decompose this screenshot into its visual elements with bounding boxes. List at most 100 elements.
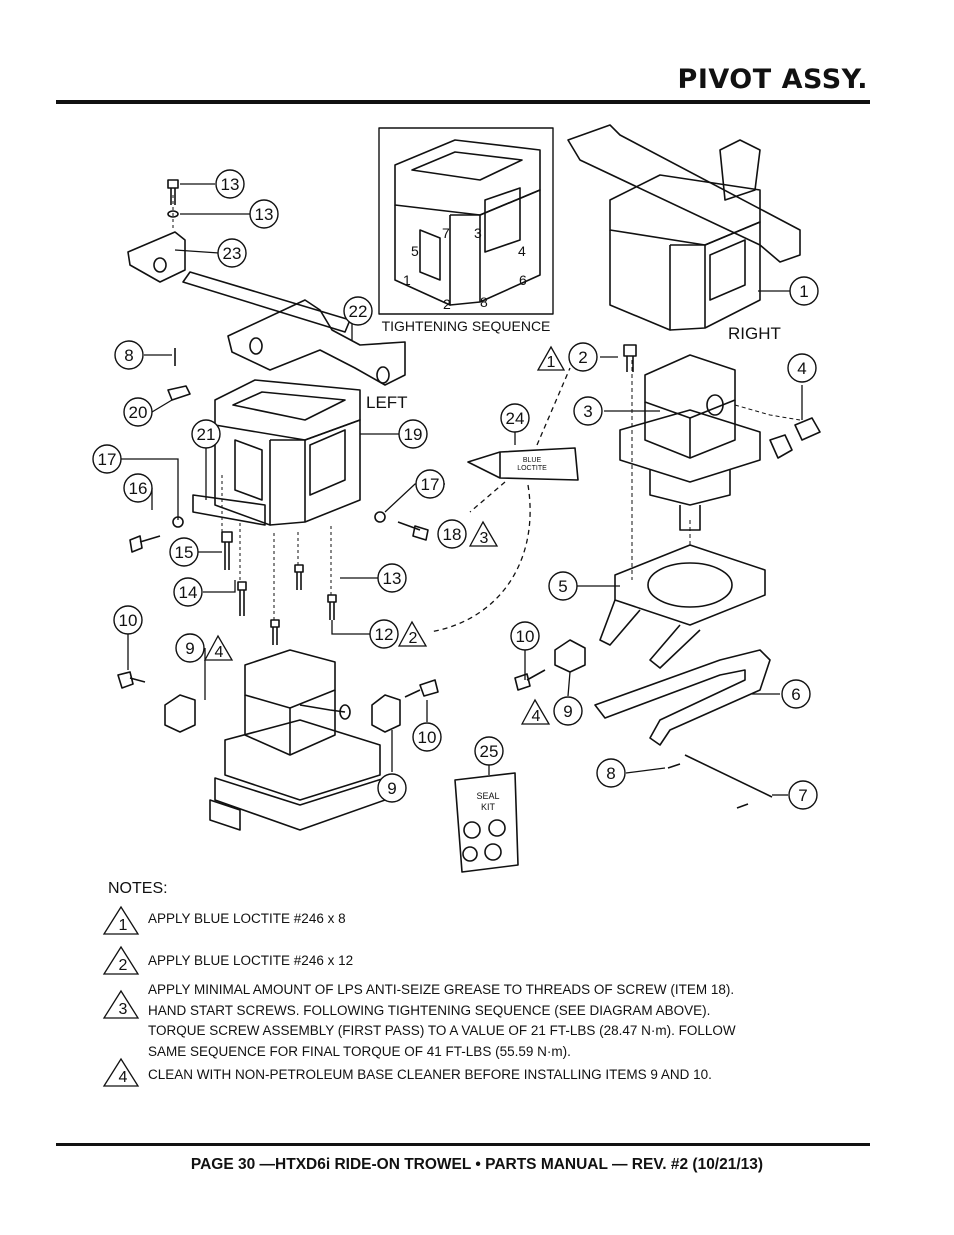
note-2-line: APPLY BLUE LOCTITE #246 x 12 bbox=[148, 953, 354, 968]
right-pivot-arm-drawing bbox=[567, 124, 801, 263]
callout-9c: 9 bbox=[563, 702, 572, 721]
warn-4b: 4 bbox=[532, 708, 541, 725]
notes-heading: NOTES: bbox=[108, 880, 168, 897]
left-housing-drawing bbox=[192, 379, 361, 526]
callout-8: 8 bbox=[124, 346, 133, 365]
callout-10b: 10 bbox=[418, 728, 437, 747]
callout-numbers: 13 13 23 22 8 20 21 19 17 16 17 18 15 14… bbox=[98, 175, 809, 805]
left-bracket-drawing bbox=[127, 231, 186, 283]
tightening-sequence-inset bbox=[378, 127, 554, 315]
note-3-line-2: HAND START SCREWS. FOLLOWING TIGHTENING … bbox=[148, 1002, 711, 1018]
mount-plate-5-drawing bbox=[599, 544, 766, 669]
right-gearbox-drawing bbox=[619, 354, 761, 531]
callout-circles bbox=[92, 169, 819, 810]
bracket-9-right-side bbox=[554, 639, 586, 673]
left-pivot-arm-drawing bbox=[182, 271, 406, 386]
screw-10-right bbox=[404, 679, 439, 698]
loctite-label-2: LOCTITE bbox=[517, 465, 547, 472]
note-4-line: CLEAN WITH NON-PETROLEUM BASE CLEANER BE… bbox=[148, 1067, 712, 1082]
screw-10-right-side bbox=[514, 669, 546, 691]
seq-4: 4 bbox=[518, 243, 526, 259]
seq-8: 8 bbox=[480, 294, 488, 310]
diagram-warning-triangles bbox=[203, 345, 566, 725]
callout-5: 5 bbox=[558, 577, 567, 596]
arrow-loctite-to-bolt12 bbox=[429, 484, 531, 633]
warn-1: 1 bbox=[547, 354, 556, 371]
page-footer: PAGE 30 —HTXD6i RIDE-ON TROWEL • PARTS M… bbox=[190, 1156, 764, 1173]
callout-13a: 13 bbox=[221, 175, 240, 194]
note-num-1: 1 bbox=[119, 917, 128, 934]
bracket-9-left bbox=[164, 694, 196, 733]
note-triangle-numbers: 1 2 3 4 bbox=[119, 917, 128, 1086]
seal-kit-label-2: KIT bbox=[481, 802, 496, 812]
callout-19: 19 bbox=[404, 425, 423, 444]
seq-7: 7 bbox=[442, 225, 450, 241]
warn-4a: 4 bbox=[215, 644, 224, 661]
bracket-9-right bbox=[371, 694, 401, 733]
callout-6: 6 bbox=[791, 685, 800, 704]
callout-13b: 13 bbox=[255, 205, 274, 224]
seq-5: 5 bbox=[411, 243, 419, 259]
callout-15: 15 bbox=[175, 543, 194, 562]
callout-24: 24 bbox=[506, 409, 525, 428]
callout-10c: 10 bbox=[516, 627, 535, 646]
washer-17-right bbox=[374, 511, 386, 523]
inset-sequence-numbers: 7 3 5 4 1 6 2 8 bbox=[403, 225, 527, 312]
bolt-15-drawing bbox=[221, 531, 233, 570]
page-title: PIVOT ASSY. bbox=[677, 64, 868, 95]
callout-4: 4 bbox=[797, 359, 806, 378]
screw-16-drawing bbox=[129, 535, 161, 553]
note-num-2: 2 bbox=[119, 957, 128, 974]
note-num-3: 3 bbox=[119, 1001, 128, 1018]
callout-3: 3 bbox=[583, 402, 592, 421]
warn-2: 2 bbox=[409, 630, 418, 647]
callout-13c: 13 bbox=[383, 569, 402, 588]
right-label: RIGHT bbox=[728, 324, 781, 343]
note-3: APPLY MINIMAL AMOUNT OF LPS ANTI-SEIZE G… bbox=[148, 980, 838, 1062]
callout-17b: 17 bbox=[421, 475, 440, 494]
note-triangles bbox=[102, 905, 140, 1087]
pin-20-drawing bbox=[167, 385, 191, 401]
footer-rule bbox=[56, 1143, 870, 1146]
callout-22: 22 bbox=[349, 302, 368, 321]
callout-23: 23 bbox=[223, 244, 242, 263]
callout-25: 25 bbox=[480, 742, 499, 761]
inset-caption: TIGHTENING SEQUENCE bbox=[382, 318, 551, 334]
callout-leaders bbox=[120, 183, 803, 796]
screw-10-left bbox=[117, 671, 146, 689]
loctite-label-1: BLUE bbox=[523, 457, 542, 464]
left-gearbox-drawing bbox=[209, 649, 386, 831]
arrow-loctite-to-screw2 bbox=[536, 367, 571, 446]
callout-9a: 9 bbox=[185, 639, 194, 658]
right-housing-drawing bbox=[609, 174, 761, 331]
loctite-tube-drawing bbox=[467, 447, 579, 481]
link-6-drawing bbox=[594, 649, 771, 746]
callout-2: 2 bbox=[578, 348, 587, 367]
callout-7: 7 bbox=[798, 786, 807, 805]
pin-8-right bbox=[667, 763, 749, 809]
callout-14: 14 bbox=[179, 583, 198, 602]
note-3-line-3: TORQUE SCREW ASSEMBLY (FIRST PASS) TO A … bbox=[148, 1023, 736, 1038]
note-4: CLEAN WITH NON-PETROLEUM BASE CLEANER BE… bbox=[148, 1065, 838, 1085]
callout-8b: 8 bbox=[606, 764, 615, 783]
note-3-line-1: APPLY MINIMAL AMOUNT OF LPS ANTI-SEIZE G… bbox=[148, 982, 735, 997]
screw-2-drawing bbox=[623, 344, 637, 372]
note-1: APPLY BLUE LOCTITE #246 x 8 bbox=[148, 909, 838, 929]
callout-1: 1 bbox=[799, 282, 808, 301]
note-num-4: 4 bbox=[119, 1069, 128, 1086]
callout-9b: 9 bbox=[387, 779, 396, 798]
callout-18: 18 bbox=[443, 525, 462, 544]
left-label: LEFT bbox=[366, 393, 408, 412]
callout-20: 20 bbox=[129, 403, 148, 422]
callout-10a: 10 bbox=[119, 611, 138, 630]
seal-kit-label-1: SEAL bbox=[476, 791, 499, 801]
note-1-line: APPLY BLUE LOCTITE #246 x 8 bbox=[148, 911, 346, 926]
seq-6: 6 bbox=[519, 272, 527, 288]
seq-3: 3 bbox=[474, 225, 482, 241]
bolts-12-drawing bbox=[270, 564, 337, 645]
note-3-line-4: SAME SEQUENCE FOR FINAL TORQUE OF 41 FT-… bbox=[148, 1043, 571, 1059]
left-bolts-13-drawing bbox=[167, 179, 179, 230]
diagram-warning-numbers: 1 3 2 4 4 bbox=[215, 354, 556, 725]
callout-12: 12 bbox=[375, 625, 394, 644]
